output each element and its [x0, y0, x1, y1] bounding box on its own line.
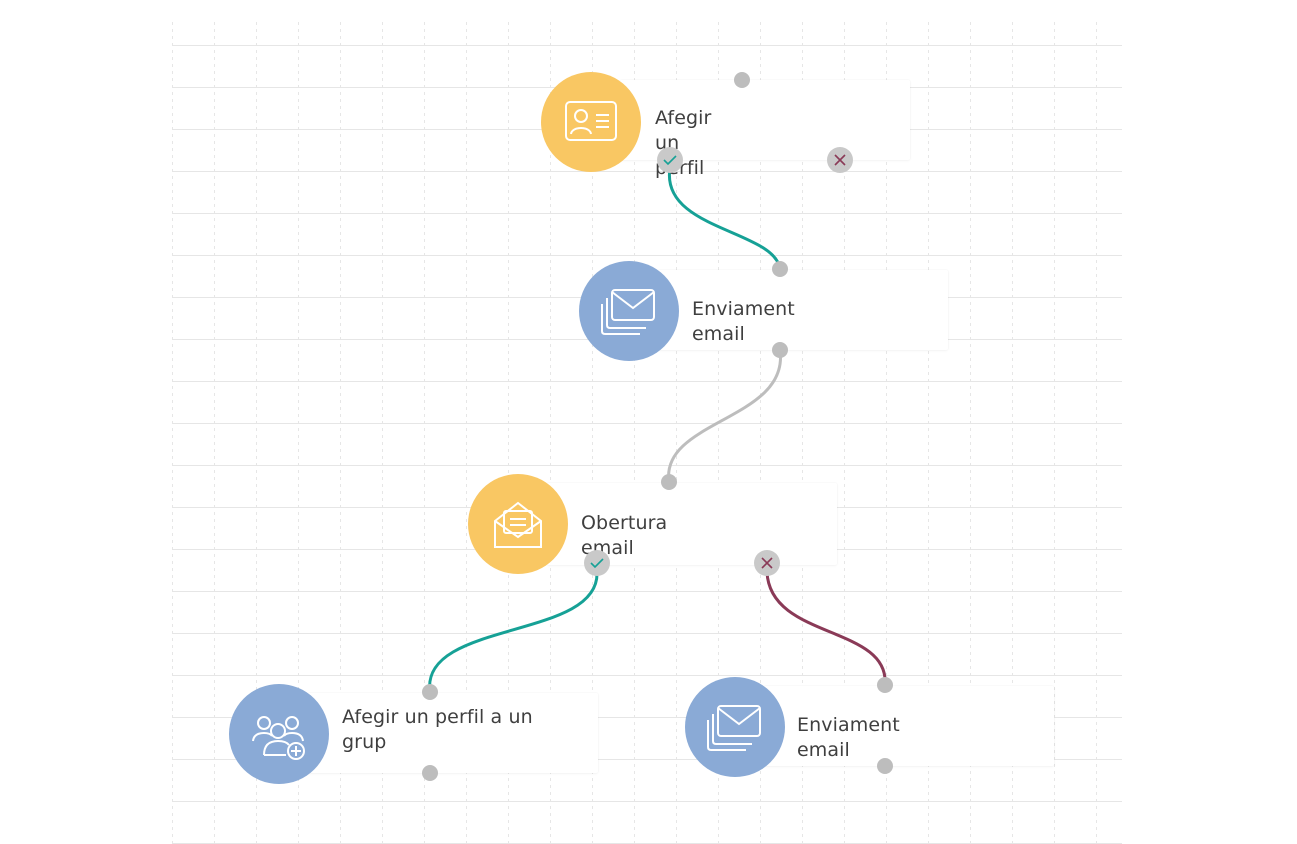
mail-stack-icon [601, 289, 655, 335]
mail-stack-icon [707, 705, 761, 751]
cross-icon [761, 557, 773, 569]
edge-open-email-to-add-profile-group[interactable] [428, 570, 599, 694]
check-icon [590, 558, 604, 569]
input-port[interactable] [877, 677, 893, 693]
edge-add-profile-to-send-email-1[interactable] [668, 166, 782, 271]
edge-send-email-1-to-open-email[interactable] [667, 348, 782, 484]
open-envelope-icon [494, 501, 542, 548]
node-icon-circle[interactable] [541, 72, 641, 172]
node-label: Afegir un perfil a un grup [342, 706, 533, 753]
output-port[interactable] [422, 765, 438, 781]
output-port[interactable] [772, 342, 788, 358]
input-port[interactable] [772, 261, 788, 277]
node-icon-circle[interactable] [579, 261, 679, 361]
input-port[interactable] [661, 474, 677, 490]
input-port[interactable] [734, 72, 750, 88]
contact-card-icon [565, 101, 617, 141]
cross-icon [834, 154, 846, 166]
check-icon [663, 155, 677, 166]
input-port[interactable] [422, 684, 438, 700]
node-card[interactable] [764, 686, 1054, 766]
node-card[interactable] [658, 270, 948, 350]
output-port[interactable] [877, 758, 893, 774]
edge-open-email-to-send-email-2[interactable] [765, 570, 887, 687]
node-icon-circle[interactable] [468, 474, 568, 574]
no-port[interactable] [754, 550, 780, 576]
node-icon-circle[interactable] [685, 677, 785, 777]
node-card[interactable] [308, 693, 598, 773]
no-port[interactable] [827, 147, 853, 173]
node-card[interactable] [620, 80, 910, 160]
node-icon-circle[interactable] [229, 684, 329, 784]
add-group-icon [252, 716, 305, 760]
node-label: Enviament email [692, 298, 795, 345]
node-label: Enviament email [797, 714, 900, 761]
yes-port[interactable] [584, 550, 610, 576]
yes-port[interactable] [657, 147, 683, 173]
